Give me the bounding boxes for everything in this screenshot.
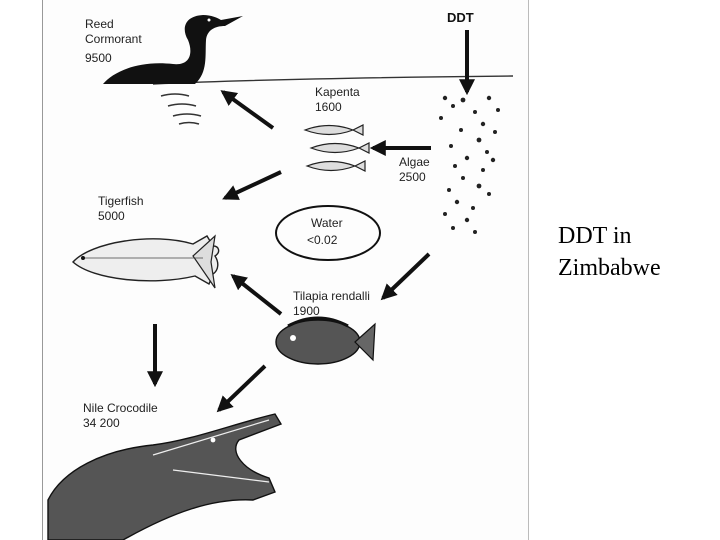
reed-cormorant-illustration [103, 15, 243, 84]
reed-cormorant-name-line2: Cormorant [85, 32, 142, 46]
slide-caption: DDT in Zimbabwe [558, 220, 708, 284]
tilapia-illustration [275, 316, 376, 365]
algae-name: Algae [399, 155, 430, 169]
tilapia-name: Tilapia rendalli [293, 289, 370, 303]
arrow-tilapia-to-crocodile [216, 364, 267, 413]
arrow-kapenta-to-cormorant [220, 90, 275, 130]
nile-crocodile-name: Nile Crocodile [83, 401, 158, 415]
water-name: Water [311, 216, 343, 230]
kapenta-illustration [303, 124, 370, 172]
water-surface-line [152, 75, 514, 85]
reed-cormorant-name-line1: Reed [85, 17, 114, 31]
tigerfish-illustration [72, 234, 220, 289]
kapenta-value: 1600 [315, 100, 342, 114]
arrow-tilapia-to-tigerfish [230, 274, 283, 316]
tilapia-value: 1900 [293, 304, 320, 318]
reed-cormorant-value: 9500 [85, 51, 112, 65]
caption-line-1: DDT in [558, 223, 632, 249]
arrow-algae-to-tilapia [380, 252, 431, 301]
water-concentration-oval [275, 205, 381, 261]
nile-crocodile-illustration [47, 413, 283, 540]
ripple-marks [160, 93, 202, 125]
nile-crocodile-value: 34 200 [83, 416, 120, 430]
caption-line-2: Zimbabwe [558, 255, 661, 281]
kapenta-name: Kapenta [315, 85, 360, 99]
arrow-kapenta-to-tigerfish [222, 170, 282, 200]
tigerfish-value: 5000 [98, 209, 125, 223]
algae-value: 2500 [399, 170, 426, 184]
ddt-source-label: DDT [447, 10, 474, 25]
algae-particles [439, 95, 500, 234]
water-value: <0.02 [307, 233, 338, 247]
tigerfish-name: Tigerfish [98, 194, 144, 208]
